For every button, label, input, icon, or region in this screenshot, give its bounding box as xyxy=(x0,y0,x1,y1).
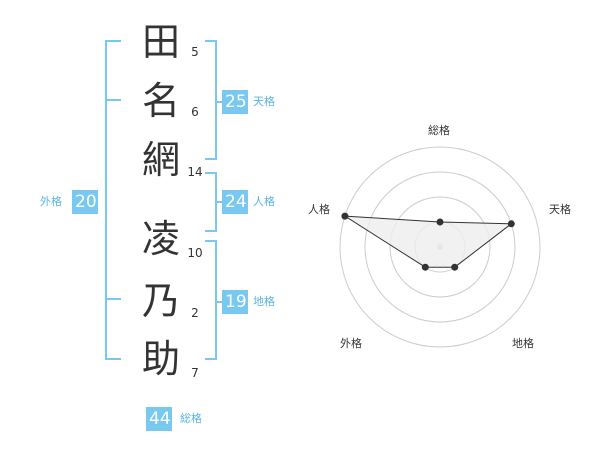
gaikaku-label: 外格 xyxy=(40,195,62,208)
name-char-4: 凌 xyxy=(141,217,180,261)
chikaku-label: 地格 xyxy=(253,295,275,308)
tenkaku-bracket-top xyxy=(205,40,217,42)
radar-grid-ring xyxy=(339,146,541,348)
radar-data-polygon xyxy=(344,215,513,268)
tenkaku-value-badge: 25 xyxy=(222,90,248,114)
name-char-1: 田 xyxy=(141,20,180,64)
jinkaku-label: 人格 xyxy=(253,195,275,208)
radar-axis-label-gaikaku: 外格 xyxy=(340,337,362,350)
stroke-count-4: 10 xyxy=(187,246,203,260)
radar-axis-label-tenkaku: 天格 xyxy=(549,203,571,216)
chikaku-value-badge: 19 xyxy=(222,290,248,314)
jinkaku-value-badge: 24 xyxy=(222,190,248,214)
name-char-3: 網 xyxy=(141,138,180,182)
radar-grid-ring xyxy=(389,196,491,298)
gaikaku-bracket-tick-1 xyxy=(105,99,121,101)
radar-point-jinkaku xyxy=(341,212,349,220)
chikaku-bracket-top xyxy=(205,240,217,242)
jinkaku-bracket-bottom xyxy=(205,230,217,232)
tenkaku-bracket-bottom xyxy=(205,158,217,160)
radar-point-tenkaku xyxy=(507,220,515,228)
jinkaku-bracket-top xyxy=(205,172,217,174)
stroke-count-3: 14 xyxy=(187,165,203,179)
gaikaku-bracket-top xyxy=(105,40,121,42)
radar-point-gaikaku xyxy=(421,263,429,271)
radar-point-soukaku xyxy=(436,218,444,226)
jinkaku-connector xyxy=(215,201,222,203)
radar-point-chikaku xyxy=(451,263,459,271)
stroke-count-5: 2 xyxy=(191,306,199,320)
name-char-2: 名 xyxy=(141,79,180,123)
radar-grid-ring xyxy=(364,171,516,323)
gaikaku-value-badge: 20 xyxy=(72,190,98,214)
chikaku-bracket-vertical xyxy=(215,240,217,360)
radar-axis-label-chikaku: 地格 xyxy=(512,337,534,350)
gaikaku-bracket-vertical xyxy=(105,40,107,360)
gaikaku-bracket-tick-2 xyxy=(105,298,121,300)
radar-axis-label-soukaku: 総格 xyxy=(428,124,450,137)
tenkaku-label: 天格 xyxy=(253,95,275,108)
soukaku-label: 総格 xyxy=(180,412,202,425)
chikaku-connector xyxy=(215,301,222,303)
stroke-count-6: 7 xyxy=(191,366,199,380)
stroke-count-1: 5 xyxy=(191,45,199,59)
chikaku-bracket-bottom xyxy=(205,358,217,360)
soukaku-value-badge: 44 xyxy=(146,407,172,431)
gaikaku-bracket-bottom xyxy=(105,358,121,360)
name-char-5: 乃 xyxy=(141,279,180,323)
radar-axis-label-jinkaku: 人格 xyxy=(308,203,330,216)
stroke-count-2: 6 xyxy=(191,105,199,119)
tenkaku-bracket-vertical xyxy=(215,40,217,160)
name-char-6: 助 xyxy=(141,337,180,381)
tenkaku-connector xyxy=(215,101,222,103)
